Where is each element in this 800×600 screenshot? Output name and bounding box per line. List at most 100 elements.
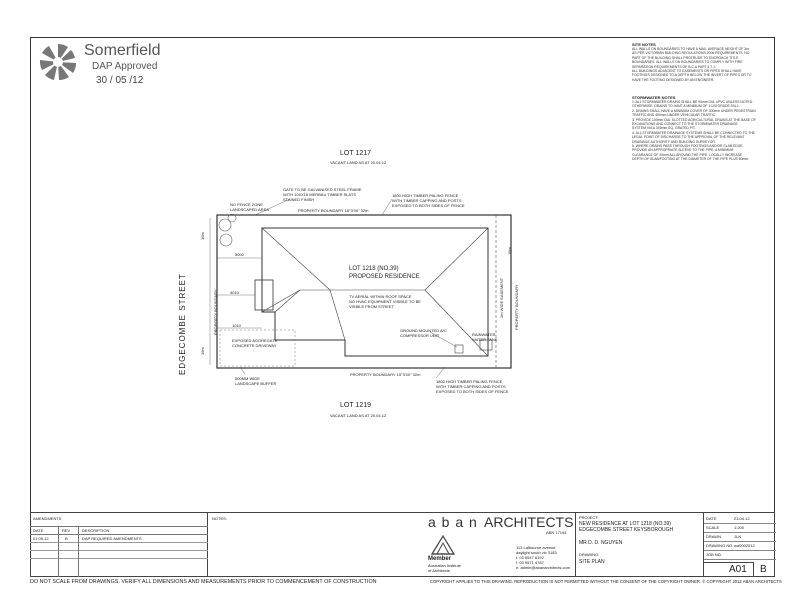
firm-address-3: t. 03 9547 6192 [516, 555, 544, 560]
field-value-drawn: JLN [734, 534, 742, 539]
fence-south-3: EXPOSED TO BOTH SIDES OF FENCE [436, 389, 509, 394]
no-fence-zone: NO FENCE ZONE [230, 202, 263, 207]
project-info: PROJECT: NEW RESIDENCE AT LOT 1218 (NO.3… [575, 512, 703, 577]
firm-address-1: 113 Lalbourne avenue [516, 545, 556, 550]
easement-label: 2m WIDE EASEMENT [499, 277, 504, 318]
project-line-2: EDGECOMBE STREET KEYSBOROUGH [579, 527, 674, 533]
site-note-line: PART OF THE BUILDING SHALL PROTRUDE TO E… [632, 55, 739, 60]
amend-col-desc: DESCRIPTION [82, 528, 110, 533]
stormwater-note-line: SYSTEM VIA A 300mm SQ. GRATED PIT. [632, 126, 696, 131]
lot-north-sub: VACANT LAND AS AT 20.04.12 [330, 160, 387, 165]
house-outline [261, 227, 489, 357]
site-notes-heading: SITE NOTES [632, 42, 656, 47]
project-line-1: NEW RESIDENCE AT LOT 1218 (NO.39) [579, 521, 671, 527]
property-boundary [216, 214, 512, 369]
notes-label: NOTES: [212, 516, 227, 521]
firm-logo: a b a n ARCHITECTS ABN 17194 Member Aust… [428, 512, 578, 577]
site-note-line: SEPARATION REQUIREMENTS OF B.C.A PART 3.… [632, 64, 716, 69]
stormwater-note-line: LEGAL POINT OF DISCHARGE TO THE APPROVAL… [632, 135, 745, 140]
field-label-date: DATE [706, 516, 717, 521]
residence-label: PROPOSED RESIDENCE [349, 274, 420, 280]
dim-16m-top: 16m [200, 232, 205, 240]
boundary-south: PROPERTY BOUNDARY 15°3'00" 32m [350, 372, 421, 377]
firm-address-5: e. admin@abanarchitects.com [516, 565, 571, 570]
field-row-2: DRAWN JLN [704, 532, 776, 542]
landscape-buffer-2: LANDSCAPE BUFFER [235, 381, 277, 386]
aerial-note-3: VISIBLE FROM STREET [349, 304, 394, 309]
fence-north-3: EXPOSED TO BOTH SIDES OF FENCE [392, 203, 465, 208]
driveway [219, 329, 296, 367]
site-notes: SITE NOTES ALL WALLS ON BOUNDARIES TO HA… [632, 42, 772, 82]
stamp-status: DAP Approved [92, 61, 158, 72]
field-label-scale: SCALE [706, 525, 720, 530]
lot-south-sub: VACANT LAND AS AT 20.04.12 [330, 413, 387, 418]
landscape-buffer-1: 500MM WIDE [235, 376, 260, 381]
firm-name-architects: ARCHITECTS [484, 514, 574, 530]
concrete-1: EXPOSED AGGREGATE [232, 338, 278, 343]
roof-lines [261, 227, 489, 357]
field-row-4: JOB NO. [704, 550, 776, 560]
stormwater-note-line: PROVIDE AN APPROPRIATE SLEEVE TO THE PIP… [632, 148, 734, 153]
tank-note-2: WATER TANK [472, 337, 498, 342]
stormwater-note-line: OTHERWISE. DRAINS TO HAVE A MINIMUM OF 1… [632, 104, 740, 109]
field-label-drawing-no: DRAWING NO. [706, 543, 734, 548]
approval-stamp: Somerfield DAP Approved 30 / 05 /12 [38, 40, 168, 98]
amend-col-date: DATE [33, 528, 44, 533]
field-value-scale: 1:200 [734, 525, 745, 530]
revision-letter: B [760, 564, 767, 575]
stormwater-note-line: TRAFFIC AND 450mm UNDER VEHICULAR TRAFFI… [632, 113, 716, 118]
field-value-drawing-no: wd0002012 [734, 543, 755, 548]
sheet-number-box: A01 [704, 562, 754, 577]
site-note-line: ALL BUILDINGS ADJACENT TO EASEMENTS OR P… [632, 69, 742, 74]
firm-name-aban: a b a n [428, 514, 478, 530]
amend-row-desc: DAP REQUIRED AMENDMENTS [82, 536, 142, 541]
stormwater-note-line: DEPTH OF SLAB/FOOTING AT THE DIAMETER OF… [632, 157, 750, 162]
title-block [30, 512, 775, 577]
amendments-heading: AMENDMENTS [33, 516, 62, 521]
fence-south-2: WITH TIMBER CAPPING AND POSTS [436, 384, 506, 389]
member-line-2: Australian Institute [428, 563, 461, 568]
aia-logo-icon [430, 534, 456, 555]
stormwater-notes-heading: STORMWATER NOTES [632, 95, 676, 100]
lot-south-label: LOT 1219 [340, 402, 372, 409]
field-value-date: 23.04.12 [734, 516, 750, 521]
stormwater-notes-lines: 1. ALL STORMWATER DRAINS SHALL BE 90mm D… [632, 100, 774, 162]
field-row-1: SCALE 1:200 [704, 523, 776, 533]
drawing-fields: DATE 23.04.12 SCALE 1:200 DRAWN JLN DRAW… [703, 512, 776, 577]
drawing-label: DRAWING: [579, 552, 600, 557]
landscape-area: LANDSCAPED AREA [230, 207, 269, 212]
stormwater-note-line: 2. DRAINS SHALL HAVE A MINIMUM COVER OF … [632, 108, 756, 113]
amend-col-rev: REV [62, 528, 71, 533]
stormwater-notes: STORMWATER NOTES 1. ALL STORMWATER DRAIN… [632, 95, 774, 162]
somerfield-logo-icon [39, 43, 77, 81]
field-row-3: DRAWING NO. wd0002012 [704, 541, 776, 551]
drawing-title: SITE PLAN [579, 559, 605, 565]
client-name: MR D. D. NGUYEN [579, 540, 623, 546]
boundary-east: PROPERTY BOUNDARY [514, 284, 519, 330]
stormwater-note-line: 4. ALL STORMWATER DRAINAGE SYSTEMS SHALL… [632, 130, 755, 135]
ac-note-2: COMPRESSOR UNIT [400, 333, 440, 338]
member-title: Member [428, 556, 452, 562]
dim-16m-bot: 16m [200, 347, 205, 355]
tank-note-1: RAINWATER [472, 332, 496, 337]
footer-copyright: COPYRIGHT APPLIES TO THIS DRAWING. REPRO… [430, 579, 782, 584]
residence-lot-label: LOT 1218 (NO.39) [349, 266, 399, 272]
stormwater-note-line: 3. PROVIDE 100mm DIA. SLOTTED AGRICULTUR… [632, 117, 756, 122]
stormwater-note-line: DRAINAGE AUTHORITY AND BUILDING SURVEYOR… [632, 139, 716, 144]
dim-front: 5000 [235, 252, 244, 257]
firm-address-2: daylight south vic 3183 [516, 550, 557, 555]
boundary-north: PROPERTY BOUNDARY 15°3'00" 32m [298, 208, 369, 213]
stormwater-note-line: 1. ALL STORMWATER DRAINS SHALL BE 90mm D… [632, 100, 753, 104]
fence-north-1: 1800 HIGH TIMBER PALING FENCE [392, 193, 459, 198]
field-row-0: DATE 23.04.12 [704, 514, 776, 524]
amend-row-rev: B [65, 536, 68, 541]
gate-note-2: WITH 100X16 MERBAU TIMBER SLATS [283, 192, 356, 197]
amendments-table: AMENDMENTS DATE REV DESCRIPTION 01.05.12… [30, 512, 208, 577]
site-note-line: HAVE THE FOOTING DESIGNED BY AN ENGINEER… [632, 77, 715, 82]
stormwater-note-line: CLEARANCE OF 20mm ALL AROUND THE PIPE. L… [632, 152, 743, 157]
street-label: EDGECOMBE STREET [178, 273, 187, 375]
project-label: PROJECT: [579, 515, 599, 520]
ac-unit [454, 344, 464, 354]
boundary-west: PROPERTY BOUNDARY [213, 289, 218, 335]
